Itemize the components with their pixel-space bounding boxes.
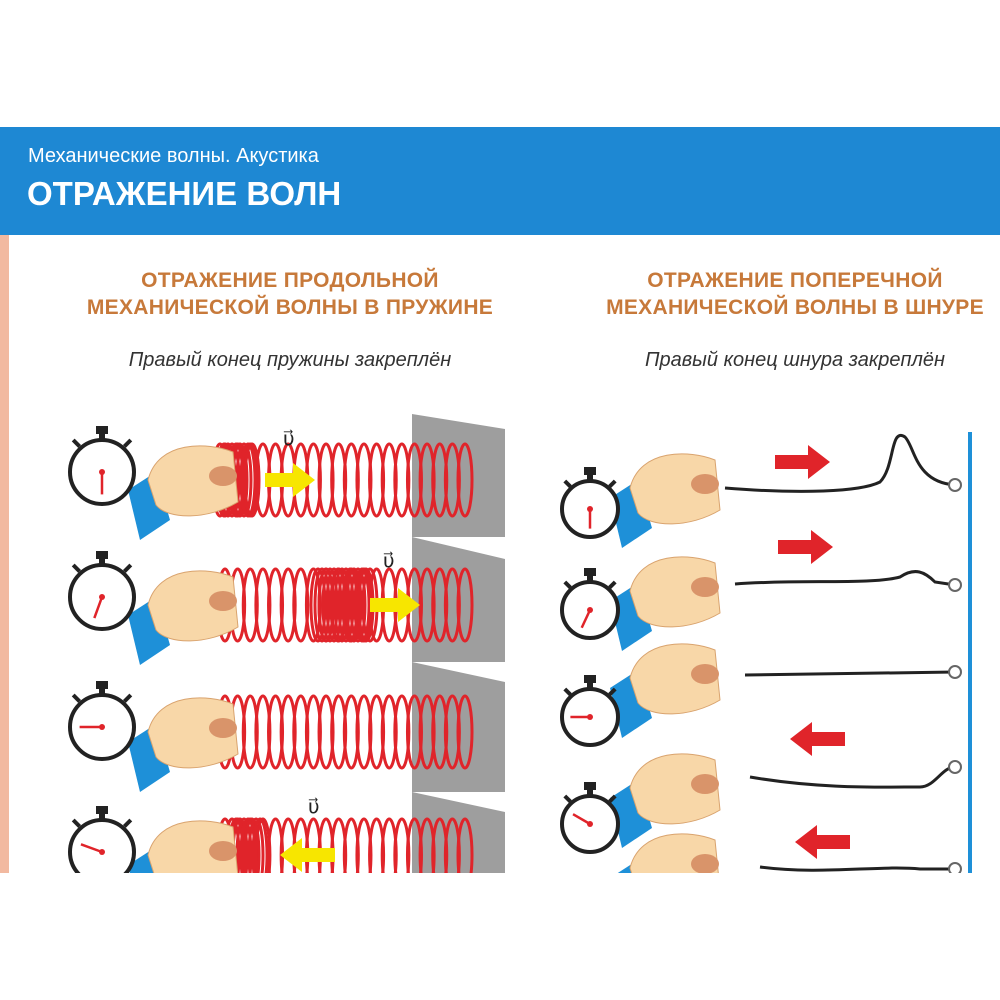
anchor-ring-icon (948, 478, 962, 492)
spring-icon (216, 817, 474, 873)
left-heading-line2: МЕХАНИЧЕСКОЙ ВОЛНЫ В ПРУЖИНЕ (86, 296, 494, 319)
stopwatch-icon (68, 806, 136, 873)
hand-icon (610, 753, 721, 848)
right-heading-line1: ОТРАЖЕНИЕ ПОПЕРЕЧНОЙ (647, 269, 943, 292)
hand-icon (610, 556, 721, 651)
stopwatch-icon (560, 568, 620, 640)
header-banner: Механические волны. Акустика ОТРАЖЕНИЕ В… (0, 127, 1000, 235)
stopwatch-icon (68, 681, 136, 761)
page-title: ОТРАЖЕНИЕ ВОЛН (27, 175, 342, 212)
velocity-arrow-icon (370, 588, 420, 622)
direction-arrow-icon (790, 722, 845, 756)
hand-icon (617, 833, 719, 873)
right-panel-caption: Правый конец шнура закреплён (645, 349, 945, 371)
left-panel-caption: Правый конец пружины закреплён (128, 349, 452, 371)
spring-icon (216, 694, 474, 770)
stopwatch-icon (560, 467, 620, 539)
hand-icon (128, 570, 239, 665)
stopwatch-icon (68, 426, 136, 506)
hand-icon (128, 820, 239, 873)
hand-icon (128, 697, 239, 792)
velocity-label: υ⃗ (383, 548, 395, 572)
poster: Механические волны. Акустика ОТРАЖЕНИЕ В… (0, 127, 1000, 873)
cord-icon (749, 765, 956, 789)
anchor-ring-icon (948, 665, 962, 679)
left-panel-heading: ОТРАЖЕНИЕ ПРОДОЛЬНОЙ МЕХАНИЧЕСКОЙ ВОЛНЫ … (40, 267, 540, 321)
section-subtitle: Механические волны. Акустика (28, 145, 319, 167)
stopwatch-icon (560, 675, 620, 747)
direction-arrow-icon (778, 530, 833, 564)
anchor-ring-icon (948, 760, 962, 774)
right-heading-line2: МЕХАНИЧЕСКОЙ ВОЛНЫ В ШНУРЕ (606, 296, 984, 319)
left-heading-line1: ОТРАЖЕНИЕ ПРОДОЛЬНОЙ (141, 269, 439, 292)
hand-icon (610, 643, 721, 738)
hand-icon (610, 453, 721, 548)
spring-icon (216, 567, 474, 643)
hand-icon (128, 445, 239, 540)
left-edge-strip (0, 235, 9, 873)
velocity-arrow-icon (265, 463, 315, 497)
stopwatch-icon (68, 551, 136, 631)
direction-arrow-icon (775, 445, 830, 479)
anchor-ring-icon (948, 578, 962, 592)
spring-icon (211, 442, 474, 518)
illustration-canvas: υ⃗ υ⃗ υ⃗ (68, 414, 972, 873)
direction-arrow-icon (795, 825, 850, 859)
cord-icon (734, 570, 956, 587)
stopwatch-icon (560, 782, 620, 854)
velocity-label: υ⃗ (283, 426, 295, 450)
anchor-ring-icon (948, 862, 962, 873)
velocity-arrow-icon (280, 838, 335, 872)
cord-icon (759, 865, 955, 872)
right-panel-heading: ОТРАЖЕНИЕ ПОПЕРЕЧНОЙ МЕХАНИЧЕСКОЙ ВОЛНЫ … (555, 267, 1000, 321)
cord-icon (744, 670, 956, 677)
velocity-label: υ⃗ (308, 794, 320, 818)
cord-icon (724, 433, 956, 493)
